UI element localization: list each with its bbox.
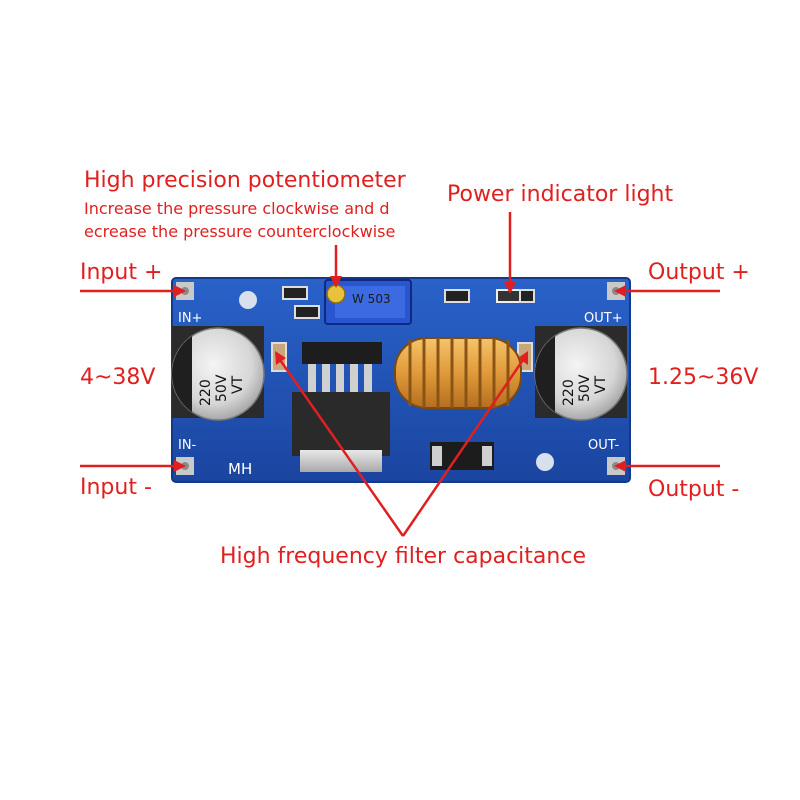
power-indicator-label: Power indicator light — [447, 182, 674, 207]
silk-out-plus: OUT+ — [584, 311, 623, 326]
silk-maker: MH — [228, 460, 252, 478]
output-minus-label: Output - — [648, 477, 740, 502]
cap-left-value: 220 — [198, 379, 214, 406]
inductor-coil — [394, 337, 522, 409]
smd-part — [519, 289, 535, 303]
smd-resistor — [444, 289, 470, 303]
filter-capacitance-label: High frequency filter capacitance — [220, 544, 586, 569]
potentiometer-title: High precision potentiometer — [84, 168, 406, 193]
schottky-diode — [430, 442, 494, 470]
potentiometer-desc-line2: ecrease the pressure counterclockwise — [84, 222, 396, 241]
annotation-arrowheads — [174, 276, 626, 472]
smd-resistor — [282, 286, 308, 300]
output-plus-label: Output + — [648, 260, 750, 285]
silk-in-minus: IN- — [178, 438, 197, 453]
input-minus-label: Input - — [80, 475, 152, 500]
silk-in-plus: IN+ — [178, 311, 202, 326]
mount-hole — [239, 291, 257, 309]
input-plus-label: Input + — [80, 260, 163, 285]
potentiometer: W 503 — [324, 279, 412, 325]
smd-resistor — [294, 305, 320, 319]
input-range-label: 4~38V — [80, 365, 156, 390]
capacitor-right: 220 50V VT — [534, 326, 628, 421]
cap-left-voltage: 50V — [214, 374, 230, 402]
capacitor-left: 220 50V VT — [171, 326, 265, 421]
pot-marking: W 503 — [352, 292, 391, 306]
cap-right-value: 220 — [561, 379, 577, 406]
cap-right-brand: VT — [593, 375, 609, 394]
output-range-label: 1.25~36V — [648, 365, 759, 390]
silk-out-minus: OUT- — [588, 438, 619, 453]
mount-hole — [536, 453, 554, 471]
regulator-ic — [292, 342, 390, 472]
potentiometer-desc-line1: Increase the pressure clockwise and d — [84, 199, 390, 218]
annotation-lines — [80, 212, 720, 537]
cap-right-voltage: 50V — [577, 374, 593, 402]
cap-left-brand: VT — [230, 375, 246, 394]
